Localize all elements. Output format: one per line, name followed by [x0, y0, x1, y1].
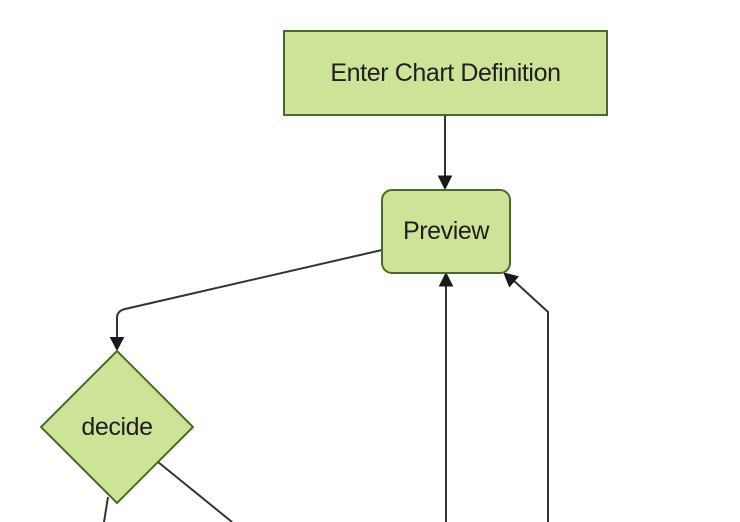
node-preview: [381, 189, 511, 274]
edge-bottom-to-preview: [438, 271, 454, 522]
edge-preview-to-decide: [109, 249, 383, 352]
node-enter-chart-definition: [283, 30, 608, 116]
edge-bottom-right-to-preview: [503, 272, 549, 522]
arrowhead-up-icon: [438, 271, 454, 287]
arrowhead-down-icon: [437, 175, 453, 191]
edge-decide-to-offscreen-left: [103, 496, 109, 522]
edge-enter-to-preview: [437, 115, 453, 191]
arrowhead-up-left-icon: [503, 272, 519, 288]
node-decide: [39, 349, 195, 505]
edge-decide-to-offscreen-right: [157, 461, 233, 522]
arrowhead-down-icon: [109, 337, 125, 352]
